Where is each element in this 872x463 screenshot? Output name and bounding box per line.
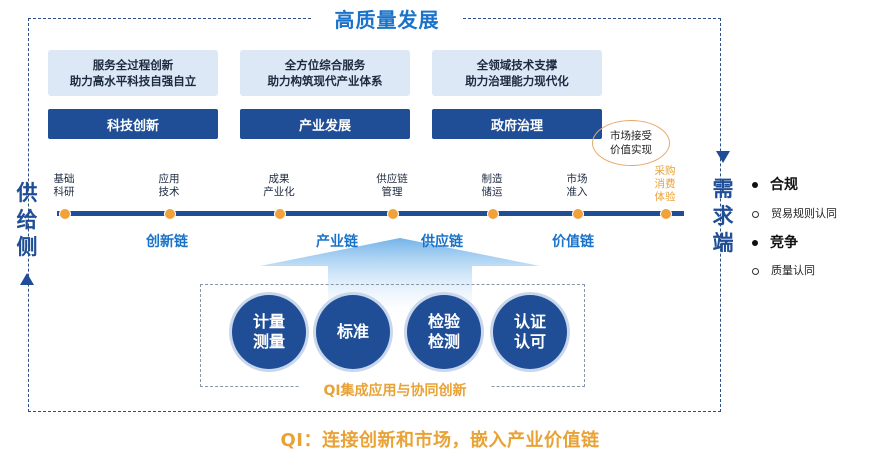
down-arrow-icon xyxy=(716,151,730,163)
bubble-line2: 价值实现 xyxy=(610,144,652,156)
qi-circle-certification: 认证认可 xyxy=(493,295,567,369)
stage-label: 应用技术 xyxy=(158,173,180,198)
stage-dot xyxy=(274,208,286,220)
goal-line1: 服务全过程创新 xyxy=(92,58,174,72)
stage-dot xyxy=(572,208,584,220)
market-acceptance-bubble: 市场接受 价值实现 xyxy=(592,120,670,166)
goal-line2: 助力高水平科技自强自立 xyxy=(69,74,197,88)
chain-label-innovation: 创新链 xyxy=(146,234,188,250)
upward-arrow-shape xyxy=(260,238,540,314)
supply-char: 给 xyxy=(16,208,38,232)
goal-box-innovation: 服务全过程创新 助力高水平科技自强自立 xyxy=(48,50,218,96)
stage-label: 成果产业化 xyxy=(263,173,295,198)
goal-button-governance[interactable]: 政府治理 xyxy=(432,109,602,139)
goal-line1: 全领域技术支撑 xyxy=(476,58,558,72)
goal-line2: 助力治理能力现代化 xyxy=(465,74,569,88)
chain-label-supply: 供应链 xyxy=(421,234,463,250)
demand-char: 端 xyxy=(712,231,734,255)
circle-bullet-icon xyxy=(752,267,759,275)
page-title: 高质量发展 xyxy=(312,4,462,33)
stage-label: 市场准入 xyxy=(566,173,588,198)
supply-side-label: 供 给 侧 xyxy=(12,180,42,261)
bullet-icon xyxy=(752,182,758,188)
goal-line1: 全方位综合服务 xyxy=(284,58,366,72)
stage-dot xyxy=(164,208,176,220)
qi-caption: QI集成应用与协同创新 xyxy=(300,380,490,400)
goal-box-industry: 全方位综合服务 助力构筑现代产业体系 xyxy=(240,50,410,96)
stage-label: 基础科研 xyxy=(53,173,75,198)
demand-sub-competition: 质量认同 xyxy=(752,262,815,278)
stage-dot xyxy=(660,208,672,220)
stage-dot xyxy=(487,208,499,220)
demand-sub-compliance: 贸易规则认同 xyxy=(752,205,837,221)
bottom-summary: QI：连接创新和市场，嵌入产业价值链 xyxy=(280,430,600,451)
stage-dot xyxy=(59,208,71,220)
chain-label-value: 价值链 xyxy=(552,234,594,250)
demand-char: 需 xyxy=(712,177,734,201)
stage-label: 制造储运 xyxy=(481,173,503,198)
stage-label: 采购消费体验 xyxy=(654,165,676,203)
bubble-line1: 市场接受 xyxy=(610,130,652,142)
value-chain-axis xyxy=(57,211,684,216)
stage-label: 供应链管理 xyxy=(376,173,408,198)
stage-dot xyxy=(387,208,399,220)
circle-bullet-icon xyxy=(752,210,759,218)
chain-label-industry: 产业链 xyxy=(316,234,358,250)
demand-char: 求 xyxy=(712,204,734,228)
demand-item-competition: 竞争 xyxy=(752,232,798,252)
qi-circle-standards: 标准 xyxy=(316,295,390,369)
goal-button-innovation[interactable]: 科技创新 xyxy=(48,109,218,139)
qi-circle-inspection: 检验检测 xyxy=(407,295,481,369)
bullet-icon xyxy=(752,240,758,246)
goal-button-industry[interactable]: 产业发展 xyxy=(240,109,410,139)
supply-char: 侧 xyxy=(16,235,38,259)
supply-char: 供 xyxy=(16,181,38,205)
up-arrow-icon xyxy=(20,273,34,285)
demand-side-label: 需 求 端 xyxy=(708,176,738,257)
qi-circle-metrology: 计量测量 xyxy=(232,295,306,369)
goal-line2: 助力构筑现代产业体系 xyxy=(267,74,383,88)
goal-box-governance: 全领域技术支撑 助力治理能力现代化 xyxy=(432,50,602,96)
demand-item-compliance: 合规 xyxy=(752,174,798,194)
